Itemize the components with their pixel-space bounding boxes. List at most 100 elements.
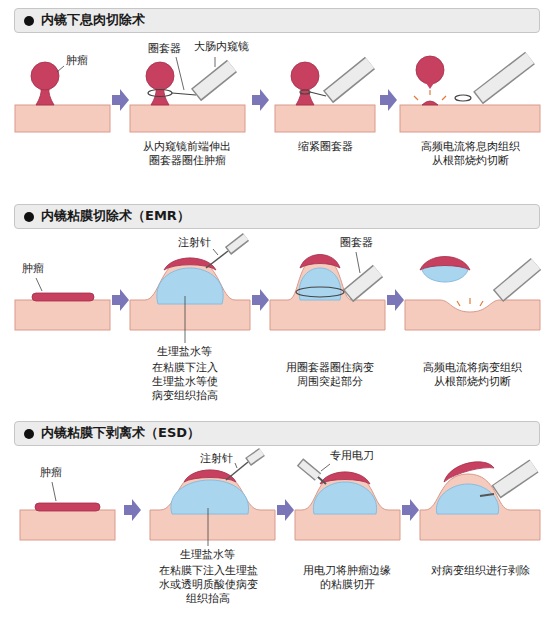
leader-line	[52, 482, 56, 501]
part-label: 生理盐水等	[180, 548, 235, 562]
endoscope	[328, 63, 370, 97]
saline	[436, 484, 498, 514]
endoscope	[197, 66, 232, 94]
part-label: 肿瘤	[22, 262, 44, 276]
tumor	[32, 293, 94, 301]
resected-tumor	[420, 257, 470, 271]
section-header: 内镜粘膜切除术（EMR）	[14, 204, 540, 229]
step-arrow	[402, 499, 419, 521]
section-header: 内镜粘膜下剥离术（ESD）	[14, 421, 540, 446]
saline	[157, 268, 223, 304]
tumor	[300, 255, 340, 269]
tissue	[275, 105, 375, 132]
snare	[148, 90, 172, 97]
step-arrow	[112, 89, 129, 111]
polyp	[291, 62, 319, 105]
snare	[296, 287, 344, 297]
part-label: 圈套器	[148, 42, 181, 56]
endoscope	[349, 271, 378, 295]
syringe	[228, 237, 246, 251]
leader-line	[215, 57, 216, 67]
section-header: 内镜下息肉切除术	[14, 8, 540, 33]
leader-line	[213, 249, 218, 255]
electric-knife	[300, 462, 318, 477]
step-arrow	[124, 499, 141, 521]
tissue	[20, 510, 115, 540]
cut-polyp	[416, 56, 444, 84]
leader-line	[57, 66, 64, 72]
polyp	[146, 62, 174, 105]
cut-polyp	[426, 83, 434, 89]
syringe	[229, 237, 246, 250]
step-arrow	[112, 289, 129, 311]
part-label: 肿瘤	[40, 466, 62, 480]
leader-line	[185, 296, 186, 343]
step-caption: 用圈套器圈住病变周围突起部分	[284, 361, 376, 389]
leader-line	[356, 252, 360, 273]
part-label: 专用电刀	[330, 449, 374, 463]
tumor	[35, 503, 100, 511]
part-label: 注射针	[200, 452, 233, 466]
step-arrow	[252, 89, 269, 111]
step-arrow	[252, 289, 269, 311]
leader-line	[321, 464, 330, 471]
tumor	[320, 472, 370, 484]
tissue	[130, 258, 250, 330]
step-caption: 缩紧圈套器	[270, 140, 380, 154]
snare-wire	[310, 92, 326, 96]
endoscope	[498, 264, 536, 296]
electric-knife	[301, 463, 318, 477]
step-caption: 用电刀将肿瘤边缘的粘膜切开	[302, 564, 392, 592]
part-label: 肿瘤	[66, 54, 88, 68]
burn-mark	[414, 90, 446, 100]
tumor	[184, 470, 236, 482]
part-label: 圈套器	[340, 236, 373, 250]
endoscope	[479, 58, 530, 97]
tissue	[405, 300, 540, 330]
leader-line	[235, 463, 237, 468]
endoscope	[196, 66, 232, 95]
endoscope	[478, 58, 530, 98]
tissue	[150, 470, 275, 540]
step-arrow	[387, 289, 404, 311]
tumor	[164, 258, 216, 270]
step-caption: 高频电流将病变组织从根部烧灼切断	[420, 361, 524, 389]
saline	[422, 266, 468, 283]
saline	[313, 482, 376, 514]
burn-mark	[457, 298, 483, 306]
tissue	[130, 105, 245, 132]
step-caption: 在粘膜下注入生理盐水或透明质酸使病变组织抬高	[158, 564, 258, 606]
leader-line	[208, 508, 209, 546]
knife-tip	[318, 477, 326, 484]
snare	[455, 95, 471, 101]
header-text: 内镜粘膜切除术（EMR）	[41, 208, 190, 224]
saline	[299, 268, 341, 300]
part-label: 大肠内窥镜	[194, 40, 249, 54]
tissue	[15, 300, 110, 330]
tissue	[400, 105, 540, 132]
polyp	[31, 62, 59, 105]
endoscope	[496, 466, 534, 492]
step-caption: 从内窥镜前端伸出圈套器圈住肿瘤	[142, 140, 232, 168]
leader-line	[176, 57, 184, 90]
saline	[171, 480, 249, 514]
step-caption: 对病变组织进行剥除	[425, 564, 535, 578]
snare-wire	[172, 93, 196, 95]
snare	[300, 90, 310, 94]
syringe	[248, 452, 262, 462]
peeled-tumor	[444, 462, 494, 482]
step-arrow	[380, 89, 397, 111]
part-label: 生理盐水等	[157, 345, 212, 359]
endoscope	[348, 271, 378, 296]
step-caption: 高频电流将息肉组织从根部烧灼切断	[418, 140, 522, 168]
header-text: 内镜下息肉切除术	[41, 12, 145, 28]
leader-line	[36, 278, 42, 291]
step-arrow	[277, 499, 294, 521]
part-label: 注射针	[178, 236, 211, 250]
syringe	[249, 452, 262, 461]
tissue	[295, 472, 400, 540]
step-caption: 在粘膜下注入生理盐水等使病变组织抬高	[151, 361, 219, 403]
knife-tip	[480, 494, 494, 496]
header-text: 内镜粘膜下剥离术（ESD）	[41, 425, 200, 441]
tissue	[15, 105, 110, 132]
